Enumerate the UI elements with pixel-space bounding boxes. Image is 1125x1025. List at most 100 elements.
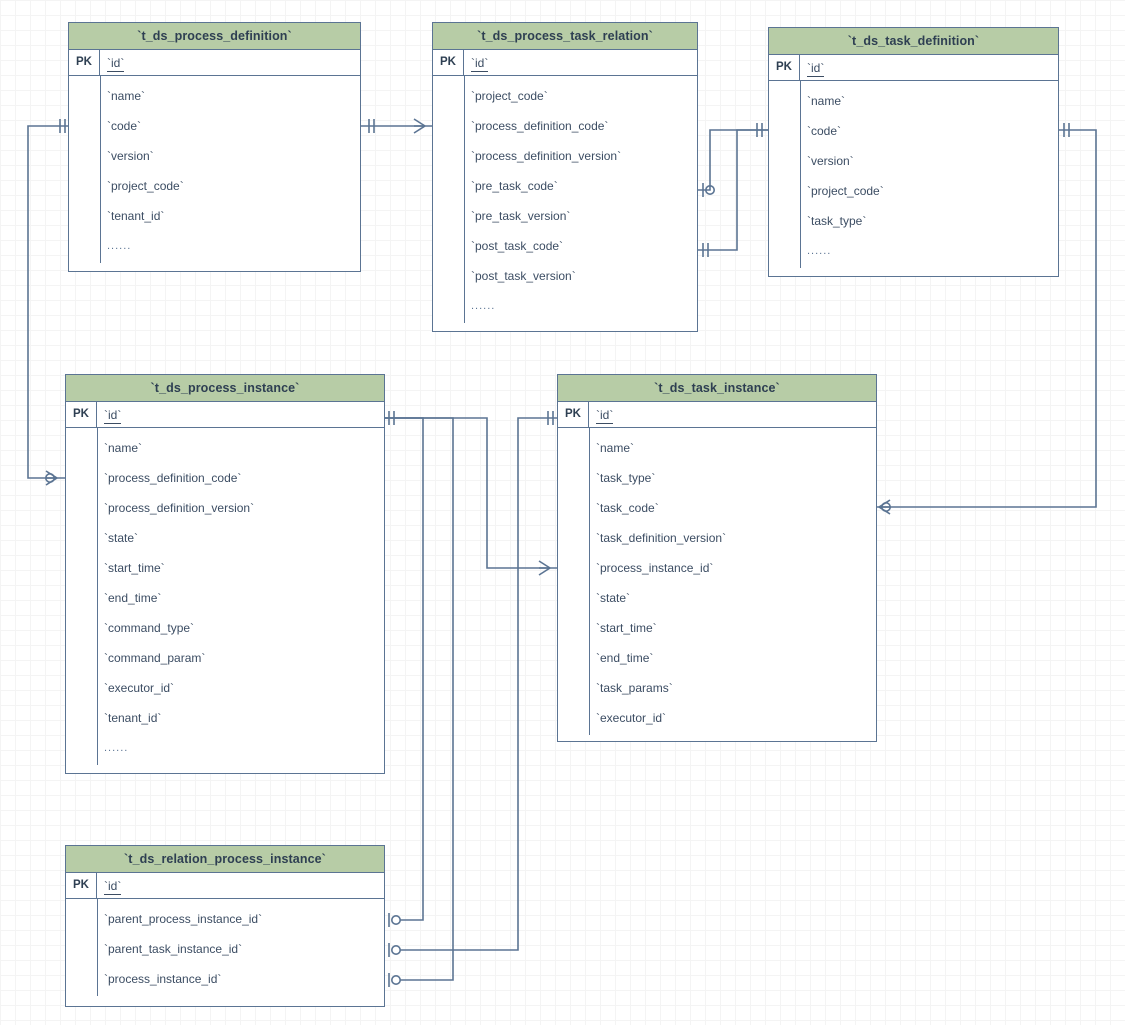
field: `pre_task_code` — [471, 179, 558, 193]
pk-row: PK `id` — [433, 50, 697, 76]
pk-row: PK `id` — [558, 402, 876, 428]
marker-zero-one-ptr-pre — [702, 183, 715, 197]
field: `process_definition_version` — [104, 501, 255, 515]
pk-field-name: `id` — [596, 407, 614, 424]
marker-zero-one-rpi-process — [388, 973, 401, 987]
field: `process_instance_id` — [596, 561, 714, 575]
field: `process_instance_id` — [104, 972, 222, 986]
field-ellipsis: ...... — [807, 245, 832, 257]
pk-field: `id` — [800, 60, 825, 77]
link-pd-pi — [27, 125, 68, 479]
pk-row: PK `id` — [66, 402, 384, 428]
field-list: `name` `task_type` `task_code` `task_def… — [558, 428, 876, 741]
marker-zero-one-rpi-parent-process — [388, 913, 401, 927]
link-pi-rpi-process — [385, 417, 454, 981]
pk-label: PK — [66, 873, 97, 898]
field: `command_type` — [104, 621, 195, 635]
field: `start_time` — [596, 621, 657, 635]
field: `project_code` — [471, 89, 548, 103]
entity-title: `t_ds_process_instance` — [66, 375, 384, 402]
field: `task_type` — [807, 214, 867, 228]
pk-field-name: `id` — [471, 55, 489, 72]
pk-label: PK — [69, 50, 100, 75]
field: `name` — [104, 441, 143, 455]
pk-field: `id` — [464, 55, 489, 72]
entity-title: `t_ds_task_definition` — [769, 28, 1058, 55]
field: `start_time` — [104, 561, 165, 575]
entity-process-definition[interactable]: `t_ds_process_definition` PK `id` `name`… — [68, 22, 361, 272]
field: `name` — [596, 441, 635, 455]
field: `executor_id` — [596, 711, 667, 725]
link-ptr-td-post — [698, 129, 768, 251]
entity-title: `t_ds_process_definition` — [69, 23, 360, 50]
marker-one-td-left-a — [756, 123, 763, 137]
field: `process_definition_code` — [471, 119, 609, 133]
pk-label: PK — [769, 55, 800, 80]
field: `tenant_id` — [104, 711, 162, 725]
field: `parent_task_instance_id` — [104, 942, 243, 956]
marker-zero-many-pi-left — [44, 470, 58, 486]
field: `task_type` — [596, 471, 656, 485]
field-list: `name` `code` `version` `project_code` `… — [69, 76, 360, 269]
entity-process-instance[interactable]: `t_ds_process_instance` PK `id` `name` `… — [65, 374, 385, 774]
marker-one-ptr-post — [702, 243, 709, 257]
entity-task-definition[interactable]: `t_ds_task_definition` PK `id` `name` `c… — [768, 27, 1059, 277]
field-list: `project_code` `process_definition_code`… — [433, 76, 697, 329]
field-ellipsis: ...... — [471, 300, 496, 312]
pk-field-name: `id` — [104, 878, 122, 895]
marker-zero-many-ti-right — [878, 499, 891, 515]
entity-title: `t_ds_relation_process_instance` — [66, 846, 384, 873]
pk-field-name: `id` — [107, 55, 125, 72]
field-list: `parent_process_instance_id` `parent_tas… — [66, 899, 384, 1002]
field: `code` — [107, 119, 142, 133]
field: `task_code` — [596, 501, 659, 515]
field-list: `name` `code` `version` `project_code` `… — [769, 81, 1058, 274]
pk-row: PK `id` — [66, 873, 384, 899]
field: `end_time` — [104, 591, 162, 605]
link-pi-ti — [385, 417, 557, 569]
field: `executor_id` — [104, 681, 175, 695]
pk-label: PK — [66, 402, 97, 427]
marker-many-ptr-left — [413, 118, 426, 134]
field: `post_task_code` — [471, 239, 564, 253]
pk-row: PK `id` — [69, 50, 360, 76]
entity-title: `t_ds_task_instance` — [558, 375, 876, 402]
field: `name` — [807, 94, 846, 108]
field: `end_time` — [596, 651, 654, 665]
field: `command_param` — [104, 651, 206, 665]
field: `pre_task_version` — [471, 209, 571, 223]
field: `task_params` — [596, 681, 673, 695]
marker-many-ti-left — [538, 560, 551, 576]
field: `version` — [807, 154, 854, 168]
field: `code` — [807, 124, 842, 138]
pk-field: `id` — [589, 407, 614, 424]
link-ti-rpi-parent-task — [400, 417, 557, 951]
pk-field: `id` — [100, 55, 125, 72]
field: `task_definition_version` — [596, 531, 727, 545]
field: `project_code` — [807, 184, 884, 198]
marker-one-td-right — [1063, 123, 1070, 137]
pk-row: PK `id` — [769, 55, 1058, 81]
marker-one-pd-left — [59, 119, 66, 133]
pk-label: PK — [558, 402, 589, 427]
marker-one-pd-right — [368, 119, 375, 133]
field: `state` — [596, 591, 631, 605]
field-list: `name` `process_definition_code` `proces… — [66, 428, 384, 771]
field: `state` — [104, 531, 139, 545]
link-ptr-td-pre — [698, 129, 768, 191]
pk-field-name: `id` — [807, 60, 825, 77]
field: `parent_process_instance_id` — [104, 912, 263, 926]
pk-field-name: `id` — [104, 407, 122, 424]
entity-task-instance[interactable]: `t_ds_task_instance` PK `id` `name` `tas… — [557, 374, 877, 742]
entity-relation-process-instance[interactable]: `t_ds_relation_process_instance` PK `id`… — [65, 845, 385, 1007]
field: `version` — [107, 149, 154, 163]
field: `name` — [107, 89, 146, 103]
link-pi-rpi-parent-process — [385, 417, 424, 921]
entity-process-task-relation[interactable]: `t_ds_process_task_relation` PK `id` `pr… — [432, 22, 698, 332]
field-ellipsis: ...... — [104, 742, 129, 754]
entity-title: `t_ds_process_task_relation` — [433, 23, 697, 50]
field-ellipsis: ...... — [107, 240, 132, 252]
field: `process_definition_code` — [104, 471, 242, 485]
field: `process_definition_version` — [471, 149, 622, 163]
